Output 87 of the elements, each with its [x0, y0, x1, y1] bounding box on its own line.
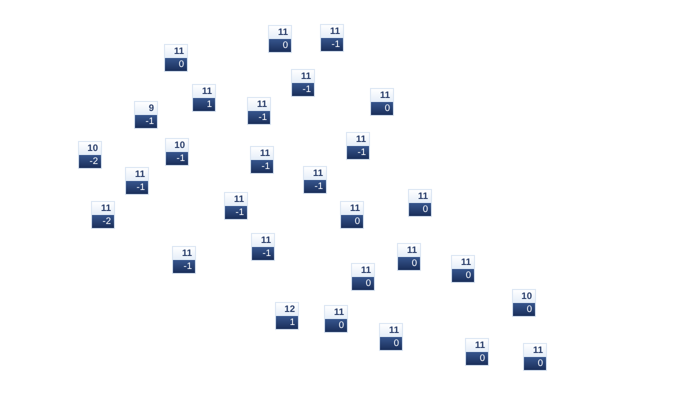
number-tag — [192, 84, 216, 112]
upper-number: 11 — [398, 244, 420, 257]
number-tag — [134, 101, 158, 129]
lower-number: 1 — [276, 316, 298, 329]
number-tag — [397, 243, 421, 271]
number-tag — [247, 97, 271, 125]
lower-number: -1 — [173, 260, 195, 273]
number-tag — [346, 132, 370, 160]
lower-number: 0 — [466, 352, 488, 365]
upper-number: 11 — [341, 202, 363, 215]
number-tag — [324, 305, 348, 333]
upper-number: 11 — [304, 167, 326, 180]
upper-number: 11 — [92, 202, 114, 215]
lower-number: -1 — [321, 38, 343, 51]
number-tag — [224, 192, 248, 220]
upper-number: 11 — [292, 70, 314, 83]
upper-number: 11 — [252, 234, 274, 247]
upper-number: 11 — [371, 89, 393, 102]
lower-number: -1 — [166, 152, 188, 165]
upper-number: 11 — [225, 193, 247, 206]
upper-number: 10 — [166, 139, 188, 152]
lower-number: 0 — [352, 277, 374, 290]
number-tag — [291, 69, 315, 97]
lower-number: 0 — [341, 215, 363, 228]
number-tag — [268, 25, 292, 53]
number-tag — [275, 302, 299, 330]
upper-number: 11 — [321, 25, 343, 38]
upper-number: 11 — [165, 45, 187, 58]
upper-number: 11 — [452, 256, 474, 269]
lower-number: -2 — [92, 215, 114, 228]
lower-number: -1 — [252, 247, 274, 260]
number-tag — [164, 44, 188, 72]
lower-number: -1 — [135, 115, 157, 128]
lower-number: 0 — [165, 58, 187, 71]
lower-number: -1 — [304, 180, 326, 193]
number-tag — [320, 24, 344, 52]
lower-number: 0 — [524, 357, 546, 370]
lower-number: -1 — [251, 160, 273, 173]
upper-number: 10 — [513, 290, 535, 303]
number-tag — [172, 246, 196, 274]
lower-number: -1 — [126, 181, 148, 194]
upper-number: 11 — [269, 26, 291, 39]
number-tag — [340, 201, 364, 229]
upper-number: 11 — [347, 133, 369, 146]
upper-number: 10 — [79, 142, 101, 155]
upper-number: 11 — [380, 324, 402, 337]
upper-number: 11 — [251, 147, 273, 160]
lower-number: 0 — [452, 269, 474, 282]
lower-number: -1 — [225, 206, 247, 219]
number-tag — [250, 146, 274, 174]
lower-number: 0 — [269, 39, 291, 52]
lower-number: -1 — [347, 146, 369, 159]
upper-number: 11 — [409, 190, 431, 203]
number-tag — [125, 167, 149, 195]
number-tag — [251, 233, 275, 261]
lower-number: -2 — [79, 155, 101, 168]
lower-number: 0 — [513, 303, 535, 316]
lower-number: 0 — [371, 102, 393, 115]
lower-number: 0 — [409, 203, 431, 216]
lower-number: 0 — [398, 257, 420, 270]
number-tag — [78, 141, 102, 169]
lower-number: -1 — [248, 111, 270, 124]
number-tag — [91, 201, 115, 229]
upper-number: 11 — [352, 264, 374, 277]
upper-number: 12 — [276, 303, 298, 316]
number-tag — [408, 189, 432, 217]
lower-number: -1 — [292, 83, 314, 96]
number-tag — [165, 138, 189, 166]
upper-number: 11 — [248, 98, 270, 111]
number-tag — [370, 88, 394, 116]
upper-number: 11 — [325, 306, 347, 319]
number-tag — [303, 166, 327, 194]
number-tag — [523, 343, 547, 371]
upper-number: 11 — [126, 168, 148, 181]
upper-number: 11 — [524, 344, 546, 357]
number-tag — [379, 323, 403, 351]
number-tag — [351, 263, 375, 291]
upper-number: 11 — [173, 247, 195, 260]
lower-number: 0 — [325, 319, 347, 332]
lower-number: 0 — [380, 337, 402, 350]
upper-number: 11 — [466, 339, 488, 352]
number-tag — [512, 289, 536, 317]
number-tag — [451, 255, 475, 283]
lower-number: 1 — [193, 98, 215, 111]
upper-number: 9 — [135, 102, 157, 115]
upper-number: 11 — [193, 85, 215, 98]
number-tag — [465, 338, 489, 366]
